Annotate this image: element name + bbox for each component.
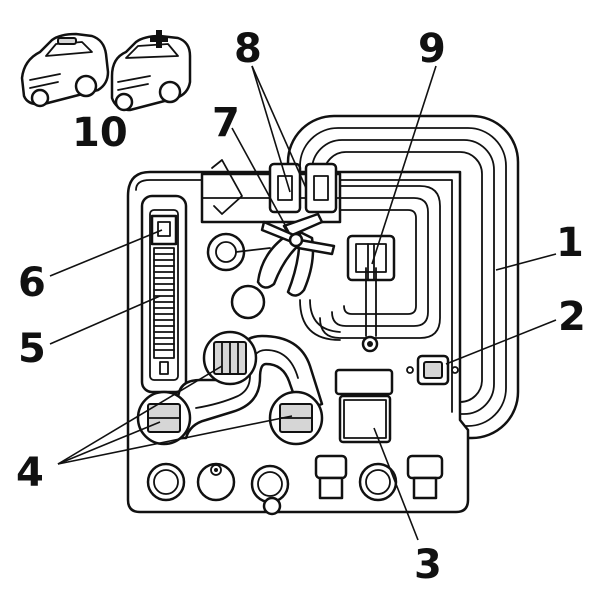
- callout-5: 5: [18, 326, 46, 372]
- leader-8a: [251, 65, 307, 189]
- callout-9: 9: [418, 26, 446, 72]
- ramp-pad-right: [268, 390, 324, 446]
- callout-6: 6: [18, 260, 46, 306]
- callout-10: 10: [72, 110, 128, 156]
- callout-2: 2: [558, 294, 586, 340]
- callout-7: 7: [212, 100, 240, 146]
- bottom-sockets: [146, 454, 444, 516]
- leader-1: [495, 253, 557, 271]
- callout-4: 4: [16, 450, 44, 496]
- callout-3: 3: [414, 542, 442, 588]
- bridge-gate: [200, 159, 342, 224]
- ramp-pad-left: [136, 390, 192, 446]
- lift-ladder: [153, 247, 175, 359]
- leader-5: [49, 295, 161, 345]
- leader-4a: [57, 365, 223, 465]
- leader-lines: [49, 65, 557, 541]
- leader-9: [371, 65, 437, 265]
- leader-2: [445, 319, 557, 365]
- leader-6: [49, 229, 163, 277]
- leader-4b: [57, 421, 161, 465]
- round-knob: [206, 232, 271, 272]
- car-lift-tower: [140, 194, 188, 394]
- ramp-pad-top: [202, 330, 258, 386]
- round-hole: [230, 284, 266, 320]
- inner-track: [299, 185, 441, 341]
- callout-1: 1: [556, 220, 584, 266]
- leader-4c: [57, 415, 293, 465]
- claw-clip: [256, 212, 336, 297]
- ambulance-icon: [110, 30, 192, 112]
- police-car-icon: [20, 32, 110, 108]
- garage-box: [334, 368, 394, 444]
- push-button: [406, 354, 459, 386]
- leader-8b: [251, 65, 291, 193]
- callout-8: 8: [234, 26, 262, 72]
- leader-7: [231, 127, 291, 235]
- leader-3: [373, 427, 419, 541]
- lever-panel: [346, 234, 396, 353]
